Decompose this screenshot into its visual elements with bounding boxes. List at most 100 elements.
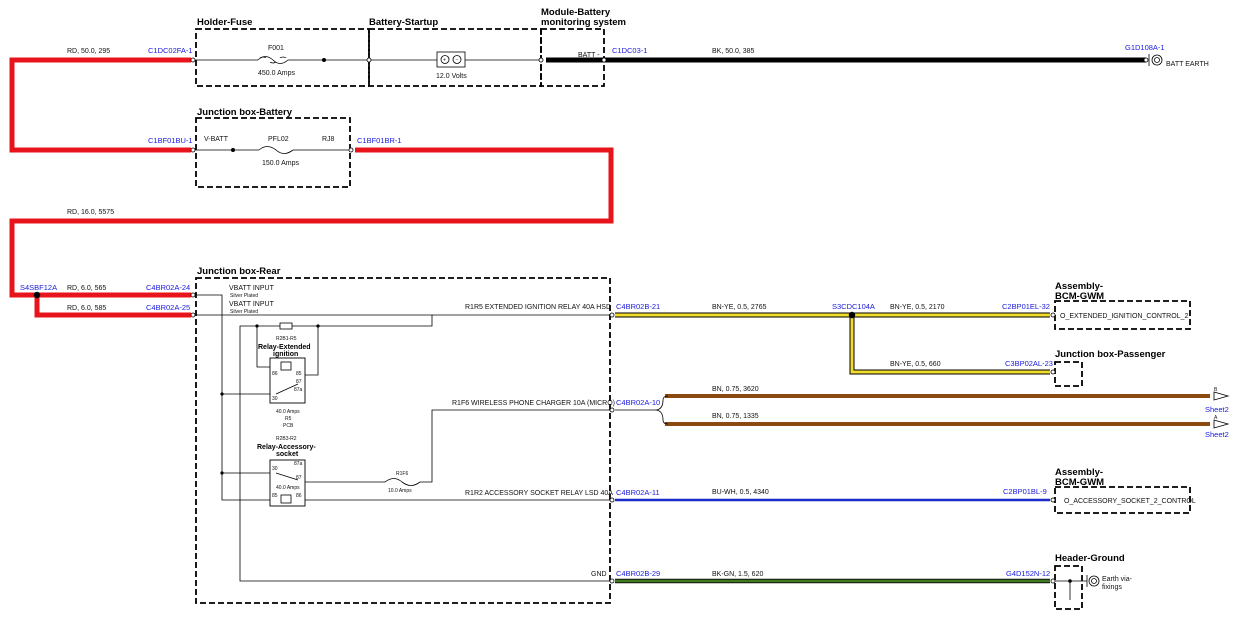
rear-bus-2 xyxy=(195,314,611,582)
batt-earth-icon-inner xyxy=(1154,57,1160,63)
relay2-pin85: 85 xyxy=(272,493,278,499)
wire-bnye2-label: BN-YE, 0.5, 2170 xyxy=(890,304,945,311)
junction-box-battery-box xyxy=(195,117,351,188)
conn-s4sbf12a: S4SBF12A xyxy=(20,283,57,292)
assembly-bcm-2-title-b: BCM-GWM xyxy=(1055,477,1104,488)
conn-c1dc02fa1: C1DC02FA-1 xyxy=(148,46,193,55)
wire-rd50-label: RD, 50.0, 295 xyxy=(67,48,110,55)
battery-plus-glyph: + xyxy=(443,58,446,64)
fuse-r1f6-rating: 10.0 Amps xyxy=(388,488,412,494)
header-ground-box xyxy=(1054,565,1083,610)
module-battery-title-1: Module-Battery xyxy=(541,7,611,18)
junction-box-battery-title: Junction box-Battery xyxy=(197,107,293,118)
batt-earth-icon xyxy=(1151,54,1163,66)
relay2-rating: 40.0 Amps xyxy=(276,485,300,491)
wire-rd6b-label: RD, 6.0, 585 xyxy=(67,305,106,312)
holder-fuse-box xyxy=(195,28,370,87)
node-rear-2 xyxy=(220,471,224,475)
header-ground-title: Header-Ground xyxy=(1055,553,1125,564)
pin-g1d108a xyxy=(1143,57,1149,63)
circuit-gnd: GND xyxy=(591,571,607,578)
sheet-b-letter: B xyxy=(1214,387,1218,393)
assembly-bcm-1-title-b: BCM-GWM xyxy=(1055,291,1104,302)
wire-rd16-label: RD, 16.0, 5575 xyxy=(67,209,114,216)
vbatt-input-1: VBATT INPUT xyxy=(229,285,275,292)
fuse-pfl02-rating: 150.0 Amps xyxy=(262,160,299,167)
relay2-id: R2B3-R2 xyxy=(276,436,297,442)
conn-c1bf01br1: C1BF01BR-1 xyxy=(357,136,402,145)
pin-c3bp02al23 xyxy=(1050,369,1056,375)
circuit-r1r2: R1R2 ACCESSORY SOCKET RELAY LSD 40A xyxy=(465,490,613,497)
relay1-body xyxy=(269,357,306,404)
battery-plus xyxy=(440,55,450,64)
relay2-pin87: 87 xyxy=(296,475,302,481)
relay1-out xyxy=(305,326,319,376)
wire-bn1-label: BN, 0.75, 3620 xyxy=(712,386,759,393)
wire-bnye1-label: BN-YE, 0.5, 2765 xyxy=(712,304,767,311)
fuse-f001-label: F001 xyxy=(268,45,284,52)
pin-c1dc03 xyxy=(601,57,607,63)
fuse-pfl02-label: PFL02 xyxy=(268,136,289,143)
relay2-switch xyxy=(275,472,299,481)
relay2-pin87a: 87a xyxy=(294,461,303,467)
relay1-pin86: 86 xyxy=(272,371,278,377)
relay1-pin87: 87 xyxy=(296,379,302,385)
signal-o-acc: O_ACCESSORY_SOCKET_2_CONTROL xyxy=(1064,498,1196,505)
sheet-arrow-a[interactable] xyxy=(1213,419,1230,429)
r1f6-path xyxy=(420,409,611,483)
pin-c2bp01bl9 xyxy=(1050,497,1056,503)
relay1-pin85: 85 xyxy=(296,371,302,377)
relay2-coil xyxy=(280,494,292,504)
conn-c4br02a10: C4BR02A-10 xyxy=(616,398,660,407)
wire-red-6 xyxy=(34,295,191,318)
conn-c4br02b21: C4BR02B-21 xyxy=(616,302,660,311)
pin-c4br02b21 xyxy=(609,312,615,318)
pin-c4br02a24 xyxy=(190,292,196,298)
splice-s3cdc104a xyxy=(848,311,856,319)
pin-mid2 xyxy=(538,57,544,63)
conn-c4br02a25: C4BR02A-25 xyxy=(146,303,190,312)
sheet-label-2[interactable]: Sheet2 xyxy=(1205,430,1229,439)
node-rear-3 xyxy=(255,324,259,328)
module-battery-title-2: monitoring system xyxy=(541,17,626,28)
relay2-name-1: Relay-Accessory- xyxy=(257,444,316,451)
earth-via-1: Earth via- xyxy=(1102,576,1133,583)
jbb-node xyxy=(231,148,235,152)
conn-c4br02b29: C4BR02B-29 xyxy=(616,569,660,578)
wire-bn2-label: BN, 0.75, 1335 xyxy=(712,413,759,420)
sheet-arrow-b[interactable] xyxy=(1213,391,1230,401)
conn-c2bp01bl9: C2BP01BL-9 xyxy=(1003,487,1047,496)
conn-c1bf01bu1: C1BF01BU-1 xyxy=(148,136,193,145)
conn-c3bp02al23: C3BP02AL-23 xyxy=(1005,359,1053,368)
signal-o-ext: O_EXTENDED_IGNITION_CONTROL_2 xyxy=(1060,313,1188,320)
holder-fuse-title: Holder-Fuse xyxy=(197,17,252,28)
earth-via-icon-inner xyxy=(1091,578,1097,584)
junction-box-rear-box xyxy=(195,277,611,604)
relay2-pin86: 86 xyxy=(296,493,302,499)
silver-plated-2: Silver Plated xyxy=(230,309,258,315)
pin-c1bf01br xyxy=(348,147,354,153)
wire-buwh-label: BU-WH, 0.5, 4340 xyxy=(712,489,769,496)
sheet-label-1[interactable]: Sheet2 xyxy=(1205,405,1229,414)
silver-plated-1: Silver Plated xyxy=(230,293,258,299)
pin-c4br02a11 xyxy=(609,497,615,503)
wire-red-16 xyxy=(9,147,614,298)
junction-box-passenger-box xyxy=(1054,361,1083,387)
conn-s3cdc104a: S3CDC104A xyxy=(832,302,875,311)
conn-c4br02a11: C4BR02A-11 xyxy=(616,488,660,497)
rear-bus-1 xyxy=(195,294,270,501)
hg-node xyxy=(1068,579,1072,583)
wire-rd6a-label: RD, 6.0, 565 xyxy=(67,285,106,292)
earth-via-icon xyxy=(1088,575,1100,587)
relay1-coil-path xyxy=(256,326,270,368)
wire-bk50-label: BK, 50.0, 385 xyxy=(712,48,755,55)
relay1-name-1: Relay-Extended xyxy=(258,344,311,351)
splice-s4sbf12a xyxy=(33,291,41,299)
relay1-pin87a: 87a xyxy=(294,387,303,393)
relay2-pin30: 30 xyxy=(272,466,278,472)
pin-c1bf01bu xyxy=(190,147,196,153)
node-rear-1 xyxy=(220,392,224,396)
earth-via-2: fixings xyxy=(1102,584,1122,591)
conn-g1d108a1: G1D108A-1 xyxy=(1125,43,1165,52)
